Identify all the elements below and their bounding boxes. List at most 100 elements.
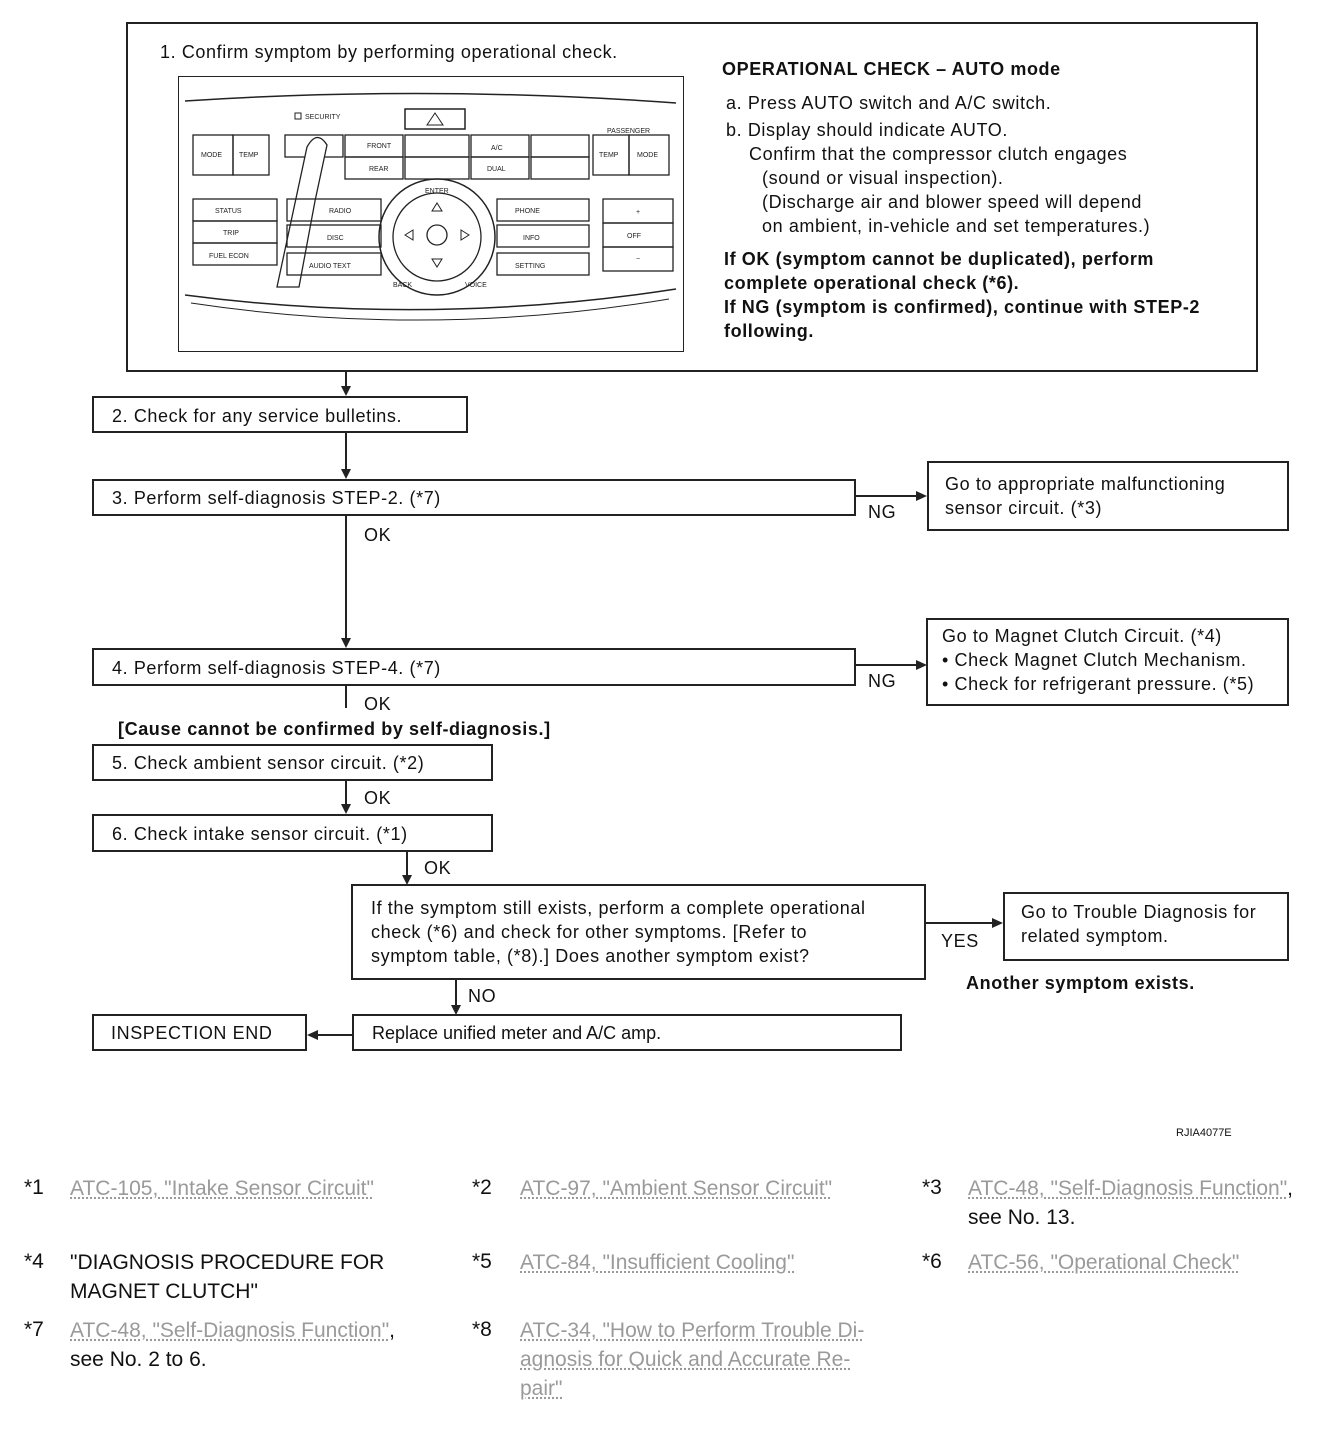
step3-ok-label: OK xyxy=(364,525,392,545)
step2-box xyxy=(92,396,468,433)
step4-ng-line-1: Go to Magnet Clutch Circuit. (*4) xyxy=(942,626,1222,646)
footnote-6: ATC-56, "Operational Check" xyxy=(968,1248,1239,1277)
op-check-line-c: Confirm that the compressor clutch engag… xyxy=(749,144,1128,164)
footnote-num: *5 xyxy=(472,1250,492,1273)
op-check-title: OPERATIONAL CHECK – AUTO mode xyxy=(722,59,1061,79)
replace-box xyxy=(352,1014,902,1051)
svg-text:DUAL: DUAL xyxy=(487,166,506,173)
step6-text: 6. Check intake sensor circuit. (*1) xyxy=(112,824,408,844)
decision-line-2: check (*6) and check for other symptoms.… xyxy=(371,922,808,942)
yes-box xyxy=(1003,892,1289,961)
step5-text: 5. Check ambient sensor circuit. (*2) xyxy=(112,753,425,773)
step3-text: 3. Perform self-diagnosis STEP-2. (*7) xyxy=(112,488,441,508)
arrow-left xyxy=(307,1030,318,1040)
cause-note: [Cause cannot be confirmed by self-diagn… xyxy=(118,719,551,739)
connector xyxy=(856,495,916,497)
footnote-link[interactable]: ATC-97, "Ambient Sensor Circuit" xyxy=(520,1177,833,1200)
connector xyxy=(345,516,347,638)
footnote-text: MAGNET CLUTCH" xyxy=(70,1280,258,1303)
footnote-link[interactable]: ATC-48, "Self-Diagnosis Function" xyxy=(968,1177,1288,1200)
svg-text:TRIP: TRIP xyxy=(223,230,239,237)
arrow-down xyxy=(341,386,351,396)
footnote-num: *2 xyxy=(472,1176,492,1199)
svg-text:MODE: MODE xyxy=(201,152,222,159)
step4-ng-label: NG xyxy=(868,671,897,691)
step3-ng-line-2: sensor circuit. (*3) xyxy=(945,498,1103,518)
connector xyxy=(856,664,916,666)
security-label: SECURITY xyxy=(305,114,341,121)
control-panel-illustration: SECURITY PASSENGER MODE TEMP FRONT A/C R… xyxy=(178,76,684,352)
figure-id: RJIA4077E xyxy=(1176,1127,1232,1139)
svg-text:INFO: INFO xyxy=(523,235,540,242)
svg-text:REAR: REAR xyxy=(369,166,388,173)
footnote-link[interactable]: ATC-105, "Intake Sensor Circuit" xyxy=(70,1177,374,1200)
connector xyxy=(345,686,347,708)
svg-text:PASSENGER: PASSENGER xyxy=(607,128,650,135)
svg-text:VOICE: VOICE xyxy=(465,282,487,289)
footnote-5: ATC-84, "Insufficient Cooling" xyxy=(520,1248,794,1277)
op-check-ok-2: complete operational check (*6). xyxy=(724,273,1020,293)
connector xyxy=(318,1034,352,1036)
step6-box xyxy=(92,814,493,852)
no-label: NO xyxy=(468,986,497,1006)
yes-line-1: Go to Trouble Diagnosis for xyxy=(1021,902,1257,922)
footnote-comma: , xyxy=(389,1319,395,1342)
footnote-7: ATC-48, "Self-Diagnosis Function", see No… xyxy=(70,1316,395,1374)
svg-text:OFF: OFF xyxy=(627,233,641,240)
decision-line-1: If the symptom still exists, perform a c… xyxy=(371,898,866,918)
yes-line-2: related symptom. xyxy=(1021,926,1169,946)
step4-box xyxy=(92,648,856,686)
arrow-right xyxy=(916,660,927,670)
svg-text:BACK: BACK xyxy=(393,282,412,289)
op-check-line-e: (Discharge air and blower speed will dep… xyxy=(762,192,1142,212)
svg-text:ENTER: ENTER xyxy=(425,188,449,195)
footnote-2: ATC-97, "Ambient Sensor Circuit" xyxy=(520,1174,832,1203)
footnote-1: ATC-105, "Intake Sensor Circuit" xyxy=(70,1174,374,1203)
step5-box xyxy=(92,744,493,781)
connector xyxy=(455,980,457,1006)
arrow-right xyxy=(992,918,1003,928)
arrow-down xyxy=(341,804,351,814)
step3-ng-label: NG xyxy=(868,502,897,522)
svg-text:TEMP: TEMP xyxy=(599,152,619,159)
footnote-num: *7 xyxy=(24,1318,44,1341)
footnote-link[interactable]: agnosis for Quick and Accurate Re- xyxy=(520,1348,851,1371)
svg-text:FRONT: FRONT xyxy=(367,143,392,150)
step6-ok-label: OK xyxy=(424,858,452,878)
inspection-end-text: INSPECTION END xyxy=(111,1023,273,1043)
another-symptom-note: Another symptom exists. xyxy=(966,973,1195,993)
step3-ng-line-1: Go to appropriate malfunctioning xyxy=(945,474,1226,494)
footnote-link[interactable]: ATC-34, "How to Perform Trouble Di- xyxy=(520,1319,865,1342)
footnote-comma: , xyxy=(1287,1177,1293,1200)
svg-text:AUDIO TEXT: AUDIO TEXT xyxy=(309,263,352,270)
arrow-down xyxy=(402,875,412,885)
footnote-3: ATC-48, "Self-Diagnosis Function", see No… xyxy=(968,1174,1293,1232)
connector xyxy=(345,781,347,804)
decision-box xyxy=(351,884,926,980)
svg-text:+: + xyxy=(636,209,640,216)
footnote-link[interactable]: ATC-48, "Self-Diagnosis Function" xyxy=(70,1319,390,1342)
arrow-right xyxy=(916,491,927,501)
footnote-link[interactable]: pair" xyxy=(520,1377,563,1400)
op-check-ng-2: following. xyxy=(724,321,814,341)
footnote-extra: see No. 2 to 6. xyxy=(70,1348,207,1371)
replace-text: Replace unified meter and A/C amp. xyxy=(372,1023,662,1043)
connector xyxy=(345,433,347,469)
decision-line-3: symptom table, (*8).] Does another sympt… xyxy=(371,946,810,966)
inspection-end-box xyxy=(92,1014,307,1051)
footnote-extra: see No. 13. xyxy=(968,1206,1076,1229)
footnote-link[interactable]: ATC-84, "Insufficient Cooling" xyxy=(520,1251,795,1274)
svg-text:TEMP: TEMP xyxy=(239,152,259,159)
op-check-line-f: on ambient, in-vehicle and set temperatu… xyxy=(762,216,1151,236)
arrow-down xyxy=(341,469,351,479)
svg-text:A/C: A/C xyxy=(491,145,503,152)
op-check-line-a: a. Press AUTO switch and A/C switch. xyxy=(726,93,1052,113)
footnote-8: ATC-34, "How to Perform Trouble Di-agnos… xyxy=(520,1316,864,1403)
op-check-line-b: b. Display should indicate AUTO. xyxy=(726,120,1009,140)
svg-text:−: − xyxy=(636,256,640,263)
svg-text:MODE: MODE xyxy=(637,152,658,159)
connector xyxy=(406,852,408,875)
footnote-link[interactable]: ATC-56, "Operational Check" xyxy=(968,1251,1240,1274)
step5-ok-label: OK xyxy=(364,788,392,808)
